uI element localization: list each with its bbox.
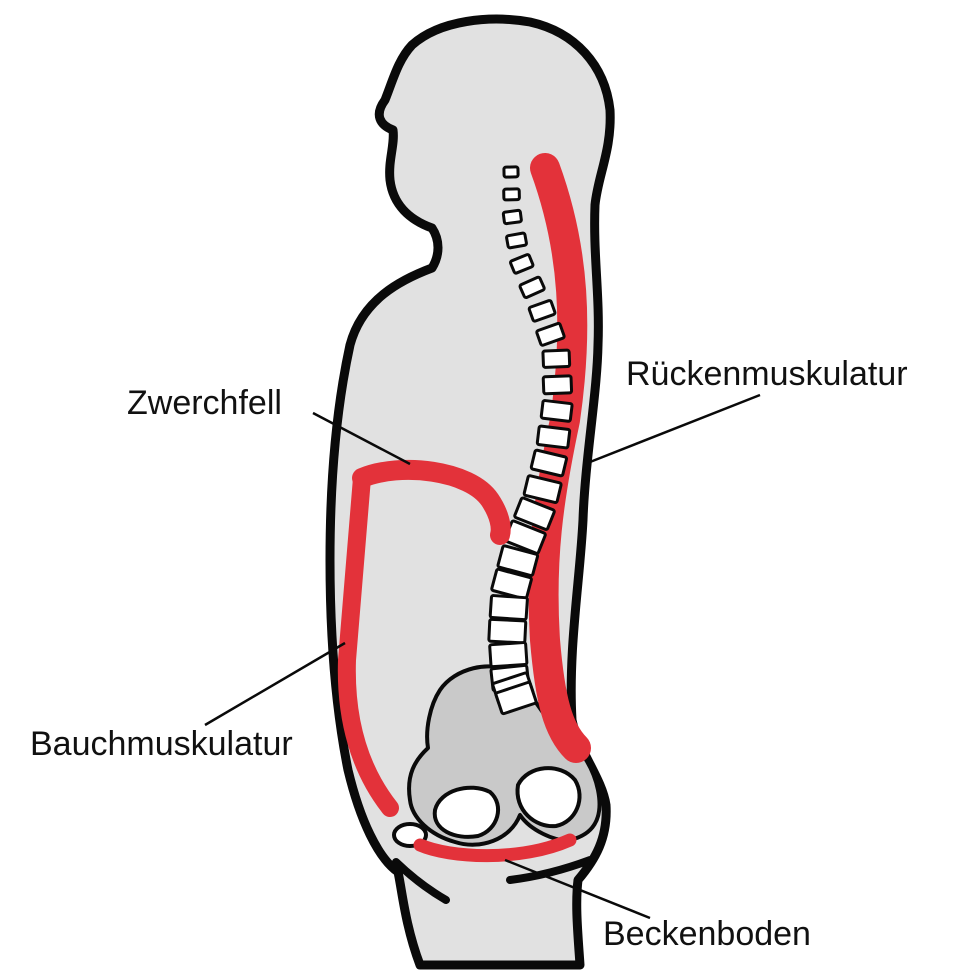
label-rueckenmuskulatur: Rückenmuskulatur [626, 355, 908, 393]
vertebra [541, 400, 572, 421]
leader-line-bauch [205, 643, 345, 725]
vertebra [506, 233, 526, 248]
vertebra [490, 642, 527, 666]
label-zwerchfell: Zwerchfell [127, 384, 282, 422]
vertebra [543, 350, 570, 367]
pelvis-foramen-left [435, 788, 498, 837]
vertebra [543, 376, 571, 394]
vertebra [489, 619, 526, 643]
vertebra [504, 167, 518, 177]
label-bauchmuskulatur: Bauchmuskulatur [30, 725, 293, 763]
leader-line-ruecken [590, 395, 760, 462]
vertebra [503, 210, 521, 224]
vertebra [490, 595, 527, 619]
label-beckenboden: Beckenboden [603, 915, 811, 953]
pelvis-foramen-right [518, 768, 580, 826]
vertebra [537, 426, 570, 448]
vertebra [504, 189, 520, 200]
